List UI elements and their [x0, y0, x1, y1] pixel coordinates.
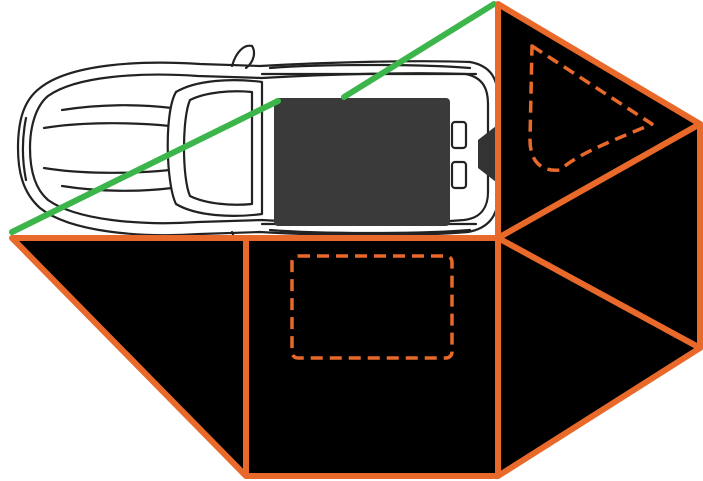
awning-panels — [9, 1, 703, 479]
guide-line — [9, 1, 497, 235]
rear-spare — [478, 126, 496, 182]
hood-line-1 — [42, 122, 172, 130]
roof-box — [274, 98, 450, 226]
right-lower-panel — [495, 235, 703, 479]
hood-line-3 — [60, 104, 174, 112]
windows — [290, 44, 654, 360]
car-inner-outline — [28, 72, 490, 225]
grille — [21, 116, 28, 182]
rear-light-2 — [450, 160, 468, 190]
rear-light-1 — [450, 120, 468, 150]
mirror-top — [230, 44, 256, 70]
side-line-bottom — [268, 228, 472, 235]
hood-line-4 — [60, 184, 174, 192]
side-line-top — [268, 63, 472, 70]
guide-line-segment-1 — [9, 98, 281, 235]
guide-line-segment-2 — [341, 1, 497, 100]
hood-line-2 — [42, 166, 172, 174]
windshield — [166, 79, 264, 217]
center-window — [290, 254, 454, 360]
